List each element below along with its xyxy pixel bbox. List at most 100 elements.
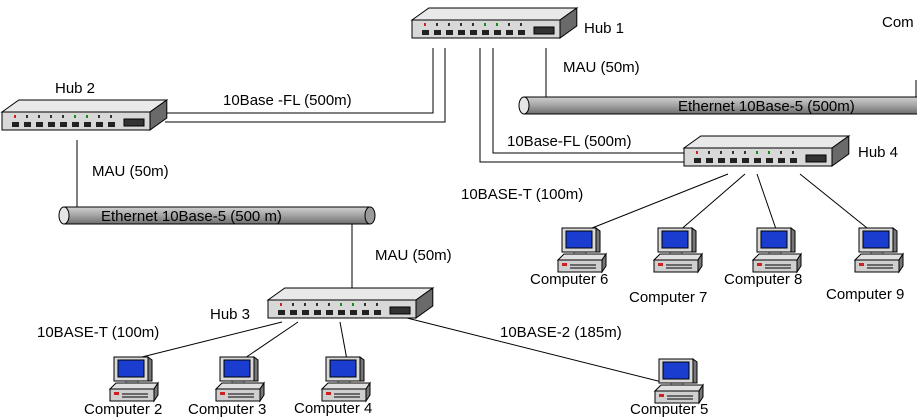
hub-port [36, 122, 43, 127]
hub-port [48, 122, 55, 127]
hub-port [706, 158, 713, 163]
fiber-hub2-hub1-b [165, 48, 446, 123]
hub-1 [410, 7, 579, 39]
hub-led [424, 23, 426, 26]
hub-port [374, 310, 381, 315]
computer-7-label: Computer 7 [629, 289, 707, 306]
hub-port [518, 30, 525, 35]
hub-led [768, 151, 770, 154]
computer-3-label: Computer 3 [188, 401, 266, 418]
hub-port [278, 310, 285, 315]
wire-hub3-c2 [129, 321, 283, 361]
fiber-hub2-hub1-a [165, 48, 434, 114]
ethernet-cable-top: Ethernet 10Base-5 (500m) [518, 80, 917, 115]
hub-led [472, 23, 474, 26]
hub-port [422, 30, 429, 35]
computer-9 [853, 227, 904, 274]
hub-port [790, 158, 797, 163]
wire-hub3-c4 [339, 321, 348, 361]
hub-led [436, 23, 438, 26]
hub-led [304, 303, 306, 306]
hub-4-label: Hub 4 [858, 144, 898, 161]
wire-hub3-c3 [241, 321, 299, 361]
fiber-hub1-hub4-b [492, 48, 686, 154]
hub-port [434, 30, 441, 35]
hub-uplink-port [123, 118, 145, 127]
computer-4-label: Computer 4 [294, 400, 372, 417]
monitor-screen [662, 361, 690, 380]
monitor-screen [661, 230, 689, 249]
wire-hub4-c9 [799, 173, 873, 233]
hub-led [792, 151, 794, 154]
hub-led [62, 115, 64, 118]
hub-port [766, 158, 773, 163]
computer-9-label: Computer 9 [826, 286, 904, 303]
hub-port [96, 122, 103, 127]
wire-hub4-c8 [756, 173, 778, 233]
mau-hub2-label: MAU (50m) [92, 163, 169, 180]
hub-uplink-port [533, 26, 555, 35]
power-led [326, 392, 331, 395]
hub-port [458, 30, 465, 35]
hub-port [60, 122, 67, 127]
hub-led [520, 23, 522, 26]
mau-hub1-label: MAU (50m) [563, 59, 640, 76]
power-led [658, 263, 663, 266]
hub-port [494, 30, 501, 35]
power-led [859, 263, 864, 266]
hub-port [506, 30, 513, 35]
hub-port [84, 122, 91, 127]
monitor-screen [565, 230, 593, 249]
hub-led [292, 303, 294, 306]
hub-uplink-port [805, 154, 827, 163]
hub-led [732, 151, 734, 154]
hub-led [26, 115, 28, 118]
hub-port [314, 310, 321, 315]
ethernet-cable-left: Ethernet 10Base-5 (500 m) [58, 206, 376, 225]
hub-port [302, 310, 309, 315]
hub-2-label: Hub 2 [55, 80, 95, 97]
hub-led [14, 115, 16, 118]
power-led [220, 392, 225, 395]
hub-port [326, 310, 333, 315]
hub-port [362, 310, 369, 315]
monitor-screen [862, 230, 890, 249]
hub-led [496, 23, 498, 26]
hub-1-label: Hub 1 [584, 20, 624, 37]
hub-port [742, 158, 749, 163]
cutoff-computer-label: Com [882, 14, 914, 31]
hub-port [754, 158, 761, 163]
hub-led [744, 151, 746, 154]
monitor-screen [117, 359, 145, 378]
computer-6-label: Computer 6 [530, 271, 608, 288]
hub-uplink-port [389, 306, 411, 315]
computer-2-label: Computer 2 [84, 401, 162, 418]
wire-hub3-c5 [394, 314, 663, 383]
hub-led [696, 151, 698, 154]
link-hub2-hub1-label: 10Base -FL (500m) [223, 92, 352, 109]
hub-led [316, 303, 318, 306]
hub-3 [266, 287, 435, 319]
hub-led [756, 151, 758, 154]
hub-port [72, 122, 79, 127]
power-led [114, 392, 119, 395]
wire-hub4-c6 [581, 173, 729, 233]
hub-port [730, 158, 737, 163]
hub-port [290, 310, 297, 315]
hub-port [470, 30, 477, 35]
link-hub1-hub4-label: 10Base-FL (500m) [507, 133, 632, 150]
computer-3 [214, 356, 265, 403]
hub-led [708, 151, 710, 154]
hub-port [12, 122, 19, 127]
computer-5 [653, 358, 704, 405]
hub-led [340, 303, 342, 306]
hub-led [86, 115, 88, 118]
power-led [757, 263, 762, 266]
hub-led [38, 115, 40, 118]
hub-port [778, 158, 785, 163]
hub-led [328, 303, 330, 306]
hub-led [484, 23, 486, 26]
hub-led [376, 303, 378, 306]
power-led [562, 263, 567, 266]
